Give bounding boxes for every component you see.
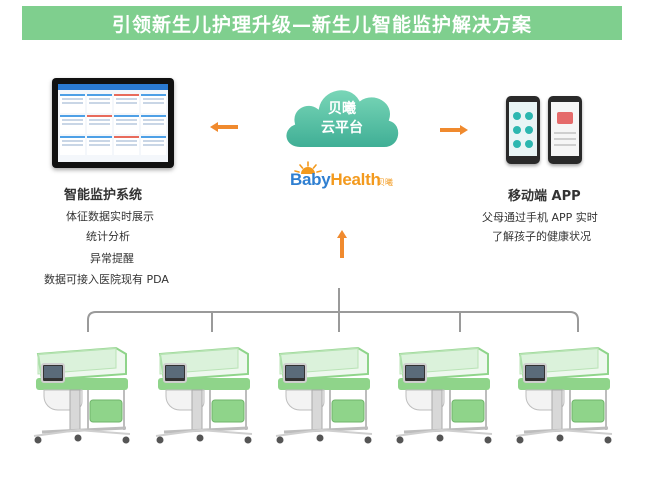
monitor-cell <box>141 115 166 134</box>
cloud-line-2: 云平台 <box>321 120 363 136</box>
title-banner: 引领新生儿护理升级—新生儿智能监护解决方案 <box>22 6 622 40</box>
monitor-cell <box>60 115 85 134</box>
monitor-system-title: 智能监护系统 <box>64 188 143 203</box>
phone-screen <box>551 102 579 156</box>
feature-item: 体征数据实时展示 <box>66 210 154 223</box>
brand-logo: BabyHealth <box>290 170 381 190</box>
arrow-up-icon <box>337 230 347 258</box>
smartphone-icon <box>506 96 540 164</box>
monitor-screen-grid <box>58 92 168 157</box>
monitor-cell <box>60 136 85 155</box>
smartphone-icon <box>548 96 582 164</box>
monitor-cell <box>114 94 139 113</box>
infant-crib-icon <box>515 346 613 444</box>
monitor-screen-header <box>58 84 168 90</box>
arrow-right-icon <box>440 125 468 135</box>
monitor-cell <box>114 136 139 155</box>
monitor-screen <box>58 84 168 162</box>
monitor-icon <box>52 78 174 168</box>
banner-title: 引领新生儿护理升级—新生儿智能监护解决方案 <box>111 13 532 36</box>
mobile-app-title: 移动端 APP <box>508 189 581 204</box>
monitor-cell <box>60 94 85 113</box>
arrow-left-icon <box>210 122 238 132</box>
infant-crib-icon <box>275 346 373 444</box>
connector-lines <box>87 288 579 332</box>
sun-logo-icon <box>294 161 322 174</box>
logo-subtext: 贝曦 <box>377 178 393 187</box>
monitor-cell <box>87 94 112 113</box>
infant-crib-icon <box>155 346 253 444</box>
logo-baby: Baby <box>290 170 331 189</box>
monitor-cell <box>141 136 166 155</box>
monitor-cell <box>87 115 112 134</box>
monitor-cell <box>87 136 112 155</box>
cloud-line-1: 贝曦 <box>328 101 356 117</box>
infant-crib-icon <box>33 346 131 444</box>
mobile-app-desc-1: 父母通过手机 APP 实时 <box>482 211 598 224</box>
feature-item: 数据可接入医院现有 PDA <box>44 273 169 286</box>
logo-health: Health <box>330 170 381 189</box>
infant-crib-icon <box>395 346 493 444</box>
feature-item: 统计分析 <box>86 230 130 243</box>
mobile-app-desc-2: 了解孩子的健康状况 <box>492 230 591 243</box>
cloud-label: 贝曦 云平台 <box>300 100 384 138</box>
monitor-cell <box>141 94 166 113</box>
cloud-icon <box>284 88 400 149</box>
feature-item: 异常提醒 <box>90 252 134 265</box>
monitor-cell <box>114 115 139 134</box>
phone-screen <box>509 102 537 156</box>
